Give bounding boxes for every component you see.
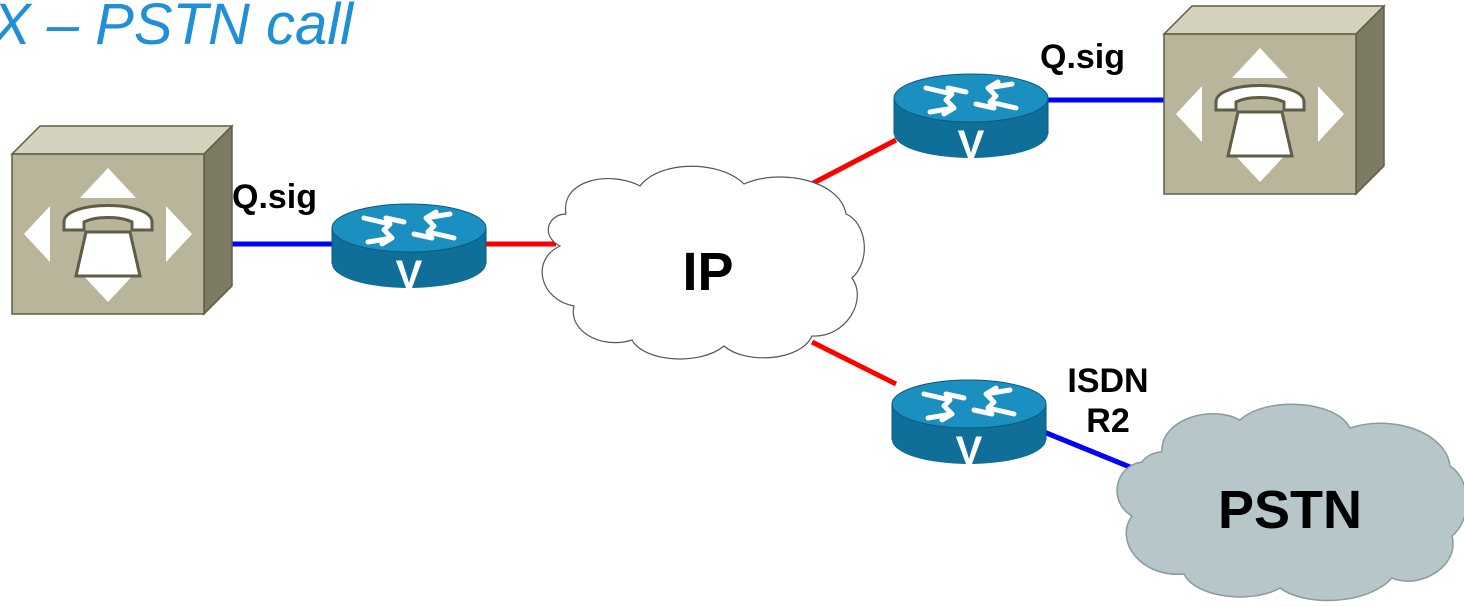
r2-label: R2 xyxy=(1086,402,1129,440)
pbx-right xyxy=(1162,4,1386,196)
qsig-right-label: Q.sig xyxy=(1040,38,1125,76)
slide-title: X – PSTN call xyxy=(0,0,355,57)
pstn-cloud: PSTN xyxy=(1116,403,1464,602)
links xyxy=(214,97,1166,479)
network-cloud-icon xyxy=(1116,403,1464,602)
pbx-phone-icon xyxy=(1162,4,1386,196)
pbx-left xyxy=(10,124,234,316)
pstn-cloud-label: PSTN xyxy=(1218,480,1362,540)
router-left: V xyxy=(332,204,486,297)
qsig-left-label: Q.sig xyxy=(232,178,317,216)
ip-link-top xyxy=(798,137,898,193)
router-top: V xyxy=(894,74,1048,167)
pbx-phone-icon xyxy=(10,124,234,316)
ip-link-bottom xyxy=(810,339,898,387)
ip-cloud: IP xyxy=(541,165,865,360)
router-bottom-mark: V xyxy=(956,429,983,473)
router-bottom: V xyxy=(892,380,1046,473)
isdn-label: ISDN xyxy=(1067,362,1148,400)
network-cloud-icon xyxy=(541,165,865,360)
router-left-mark: V xyxy=(396,253,423,297)
ip-cloud-label: IP xyxy=(682,242,733,302)
router-top-mark: V xyxy=(958,123,985,167)
